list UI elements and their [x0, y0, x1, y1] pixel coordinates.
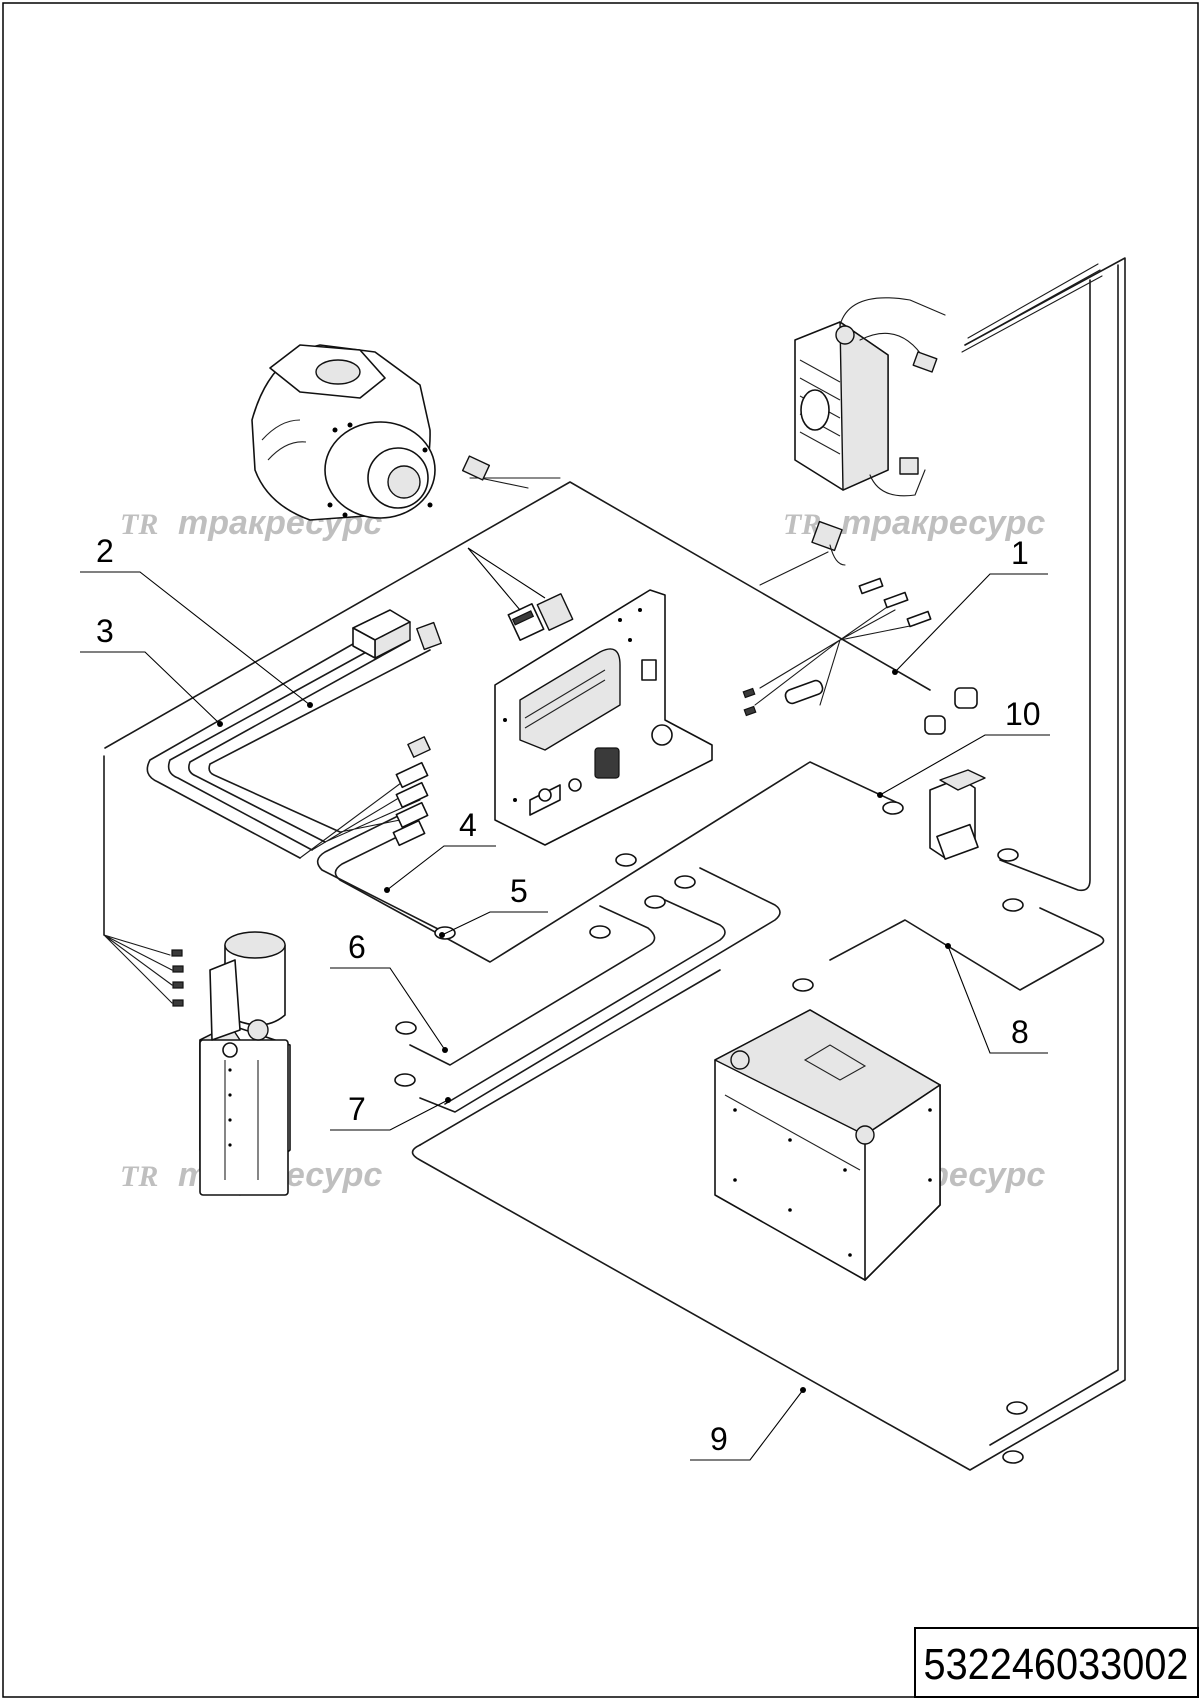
motor-controller: [494, 589, 713, 846]
callout-3: 3: [80, 613, 221, 725]
watermark-text: тракресурс: [841, 504, 1045, 542]
callout-10: 10: [879, 696, 1050, 796]
callout-9: 9: [690, 1389, 804, 1461]
watermark-logo: TR: [120, 508, 158, 541]
charger-module: [794, 297, 946, 497]
callout-label-4: 4: [459, 807, 477, 843]
callout-label-7: 7: [348, 1091, 366, 1127]
key-switch: [929, 769, 986, 860]
callout-6: 6: [330, 929, 446, 1051]
connector-top: [461, 455, 491, 481]
callout-4: 4: [386, 807, 496, 891]
connector-pair: [467, 547, 574, 641]
wire-routes: [103, 257, 1126, 1471]
callout-label-5: 5: [510, 873, 528, 909]
callout-label-6: 6: [348, 929, 366, 965]
connector-stack: [392, 736, 431, 847]
callout-label-3: 3: [96, 613, 114, 649]
charger-connector: [811, 520, 846, 566]
callout-1: 1: [894, 535, 1048, 673]
watermark-logo: TR: [120, 1160, 158, 1193]
battery: [714, 1009, 941, 1281]
callout-label-10: 10: [1005, 696, 1041, 732]
callout-7: 7: [330, 1091, 449, 1131]
callout-label-1: 1: [1011, 535, 1029, 571]
callout-8: 8: [947, 945, 1048, 1054]
traction-motor: [251, 344, 436, 521]
sensor-plugs: [742, 577, 978, 735]
document-number-block: 532246033002: [914, 1627, 1199, 1698]
harness-connector-block: [352, 609, 442, 659]
callout-label-9: 9: [710, 1421, 728, 1457]
callout-5: 5: [441, 873, 548, 936]
callout-label-8: 8: [1011, 1014, 1029, 1050]
watermark-top-right: TR тракресурс: [783, 504, 1045, 542]
callout-label-2: 2: [96, 533, 114, 569]
callout-2: 2: [80, 533, 311, 706]
hydraulic-pump-unit: [171, 931, 291, 1196]
document-number: 532246033002: [924, 1640, 1189, 1689]
